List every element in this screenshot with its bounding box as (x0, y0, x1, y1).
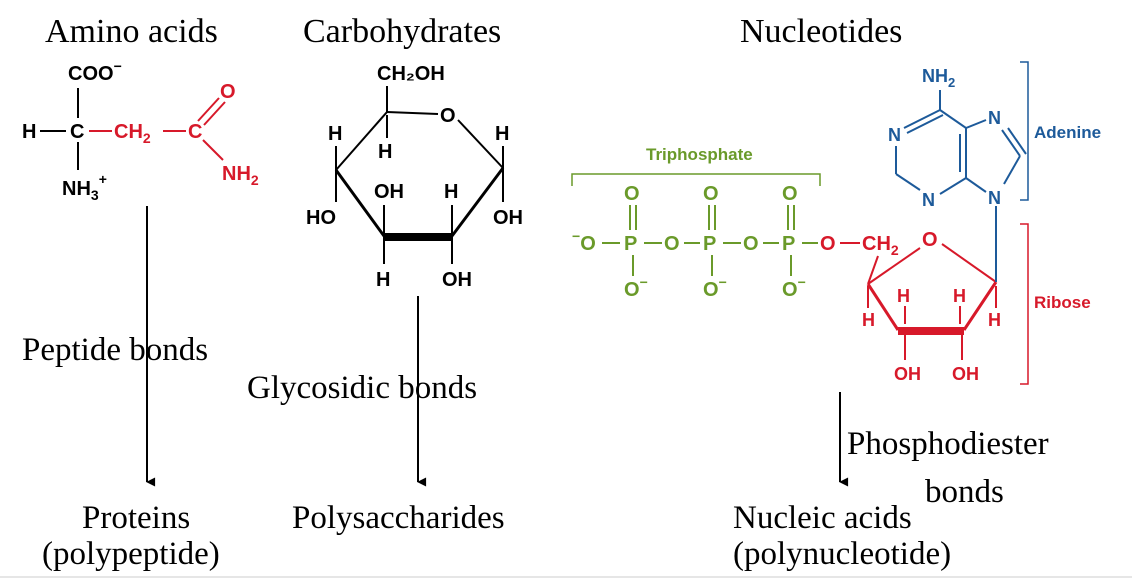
product-polypeptide: (polypeptide) (42, 536, 220, 572)
ribose-ch2: CH2 (862, 233, 899, 258)
adenine-base: NH2 N N N N (888, 66, 1027, 210)
header-nucleotides: Nucleotides (740, 13, 902, 50)
adenine-bracket (1020, 61, 1029, 201)
glucose-structure: CH₂OH O H HO H H OH OH H H OH (306, 63, 523, 291)
phosphate-p1: P (624, 233, 637, 255)
ribose-oh-left: OH (894, 364, 921, 384)
amino-ch2: CH2 (114, 121, 151, 146)
amino-carbonyl-c: C (188, 121, 202, 143)
bottom-divider (0, 576, 1132, 578)
label-phosphodiester-line1: Phosphodiester (847, 426, 1049, 462)
svg-text:O−: O− (703, 274, 727, 301)
product-polysaccharides: Polysaccharides (292, 500, 505, 536)
ribose-label: Ribose (1034, 293, 1091, 312)
ribose-bracket (1020, 223, 1029, 385)
amino-o: O (220, 81, 236, 103)
product-proteins: Proteins (82, 500, 190, 536)
header-carbohydrates: Carbohydrates (303, 13, 501, 50)
label-peptide-bonds: Peptide bonds (22, 332, 208, 368)
svg-text:O: O (782, 183, 798, 205)
ribose-link-o: O (820, 233, 836, 255)
svg-text:N: N (922, 190, 935, 210)
glucose-h-bottom: H (376, 269, 390, 291)
amino-alpha-c: C (70, 121, 84, 143)
product-polynucleotide: (polynucleotide) (733, 536, 951, 572)
product-nucleic-acids: Nucleic acids (733, 500, 912, 536)
glucose-ch2oh: CH₂OH (377, 63, 445, 85)
adenine-label: Adenine (1034, 123, 1101, 142)
svg-text:H: H (988, 310, 1001, 330)
glucose-ho-left: HO (306, 207, 336, 229)
glucose-h-mid: H (444, 181, 458, 203)
svg-text:O: O (743, 233, 759, 255)
svg-text:H: H (897, 286, 910, 306)
svg-text:H: H (862, 310, 875, 330)
ribose-ring: O H H H H OH OH (862, 229, 1001, 384)
amino-coo: COO− (68, 58, 122, 85)
header-amino-acids: Amino acids (45, 13, 218, 50)
triphosphate-bracket (571, 173, 821, 186)
amino-nh2: NH2 (222, 163, 259, 188)
glucose-ring-o: O (440, 105, 456, 127)
amino-h: H (22, 121, 36, 143)
adenine-nh2: NH2 (922, 66, 955, 90)
phosphate-p3: P (782, 233, 795, 255)
atp-structure: Triphosphate O −O P O− O O P O− O O P O−… (571, 61, 1101, 385)
glucose-h-top-left: H (328, 123, 342, 145)
ribose-oh-right: OH (952, 364, 979, 384)
amino-acid-structure: COO− H C CH2 C O NH2 NH3+ (22, 58, 259, 203)
svg-text:N: N (888, 125, 901, 145)
label-glycosidic-bonds: Glycosidic bonds (247, 370, 477, 406)
triphosphate-label: Triphosphate (646, 145, 753, 164)
svg-text:O−: O− (624, 274, 648, 301)
svg-text:O: O (624, 183, 640, 205)
svg-text:N: N (988, 108, 1001, 128)
svg-text:O: O (664, 233, 680, 255)
svg-text:O−: O− (782, 274, 806, 301)
svg-text:H: H (953, 286, 966, 306)
phosphate-left-o: −O (572, 228, 596, 255)
glucose-h-inner: H (378, 141, 392, 163)
svg-text:O: O (922, 229, 938, 251)
svg-text:N: N (988, 188, 1001, 208)
phosphate-p2: P (703, 233, 716, 255)
glucose-h-top-right: H (495, 123, 509, 145)
amino-nh3: NH3+ (62, 171, 107, 203)
glucose-oh-mid: OH (374, 181, 404, 203)
svg-text:O: O (703, 183, 719, 205)
glucose-oh-right: OH (493, 207, 523, 229)
glucose-oh-bottom: OH (442, 269, 472, 291)
label-phosphodiester-line2: bonds (925, 474, 1004, 510)
